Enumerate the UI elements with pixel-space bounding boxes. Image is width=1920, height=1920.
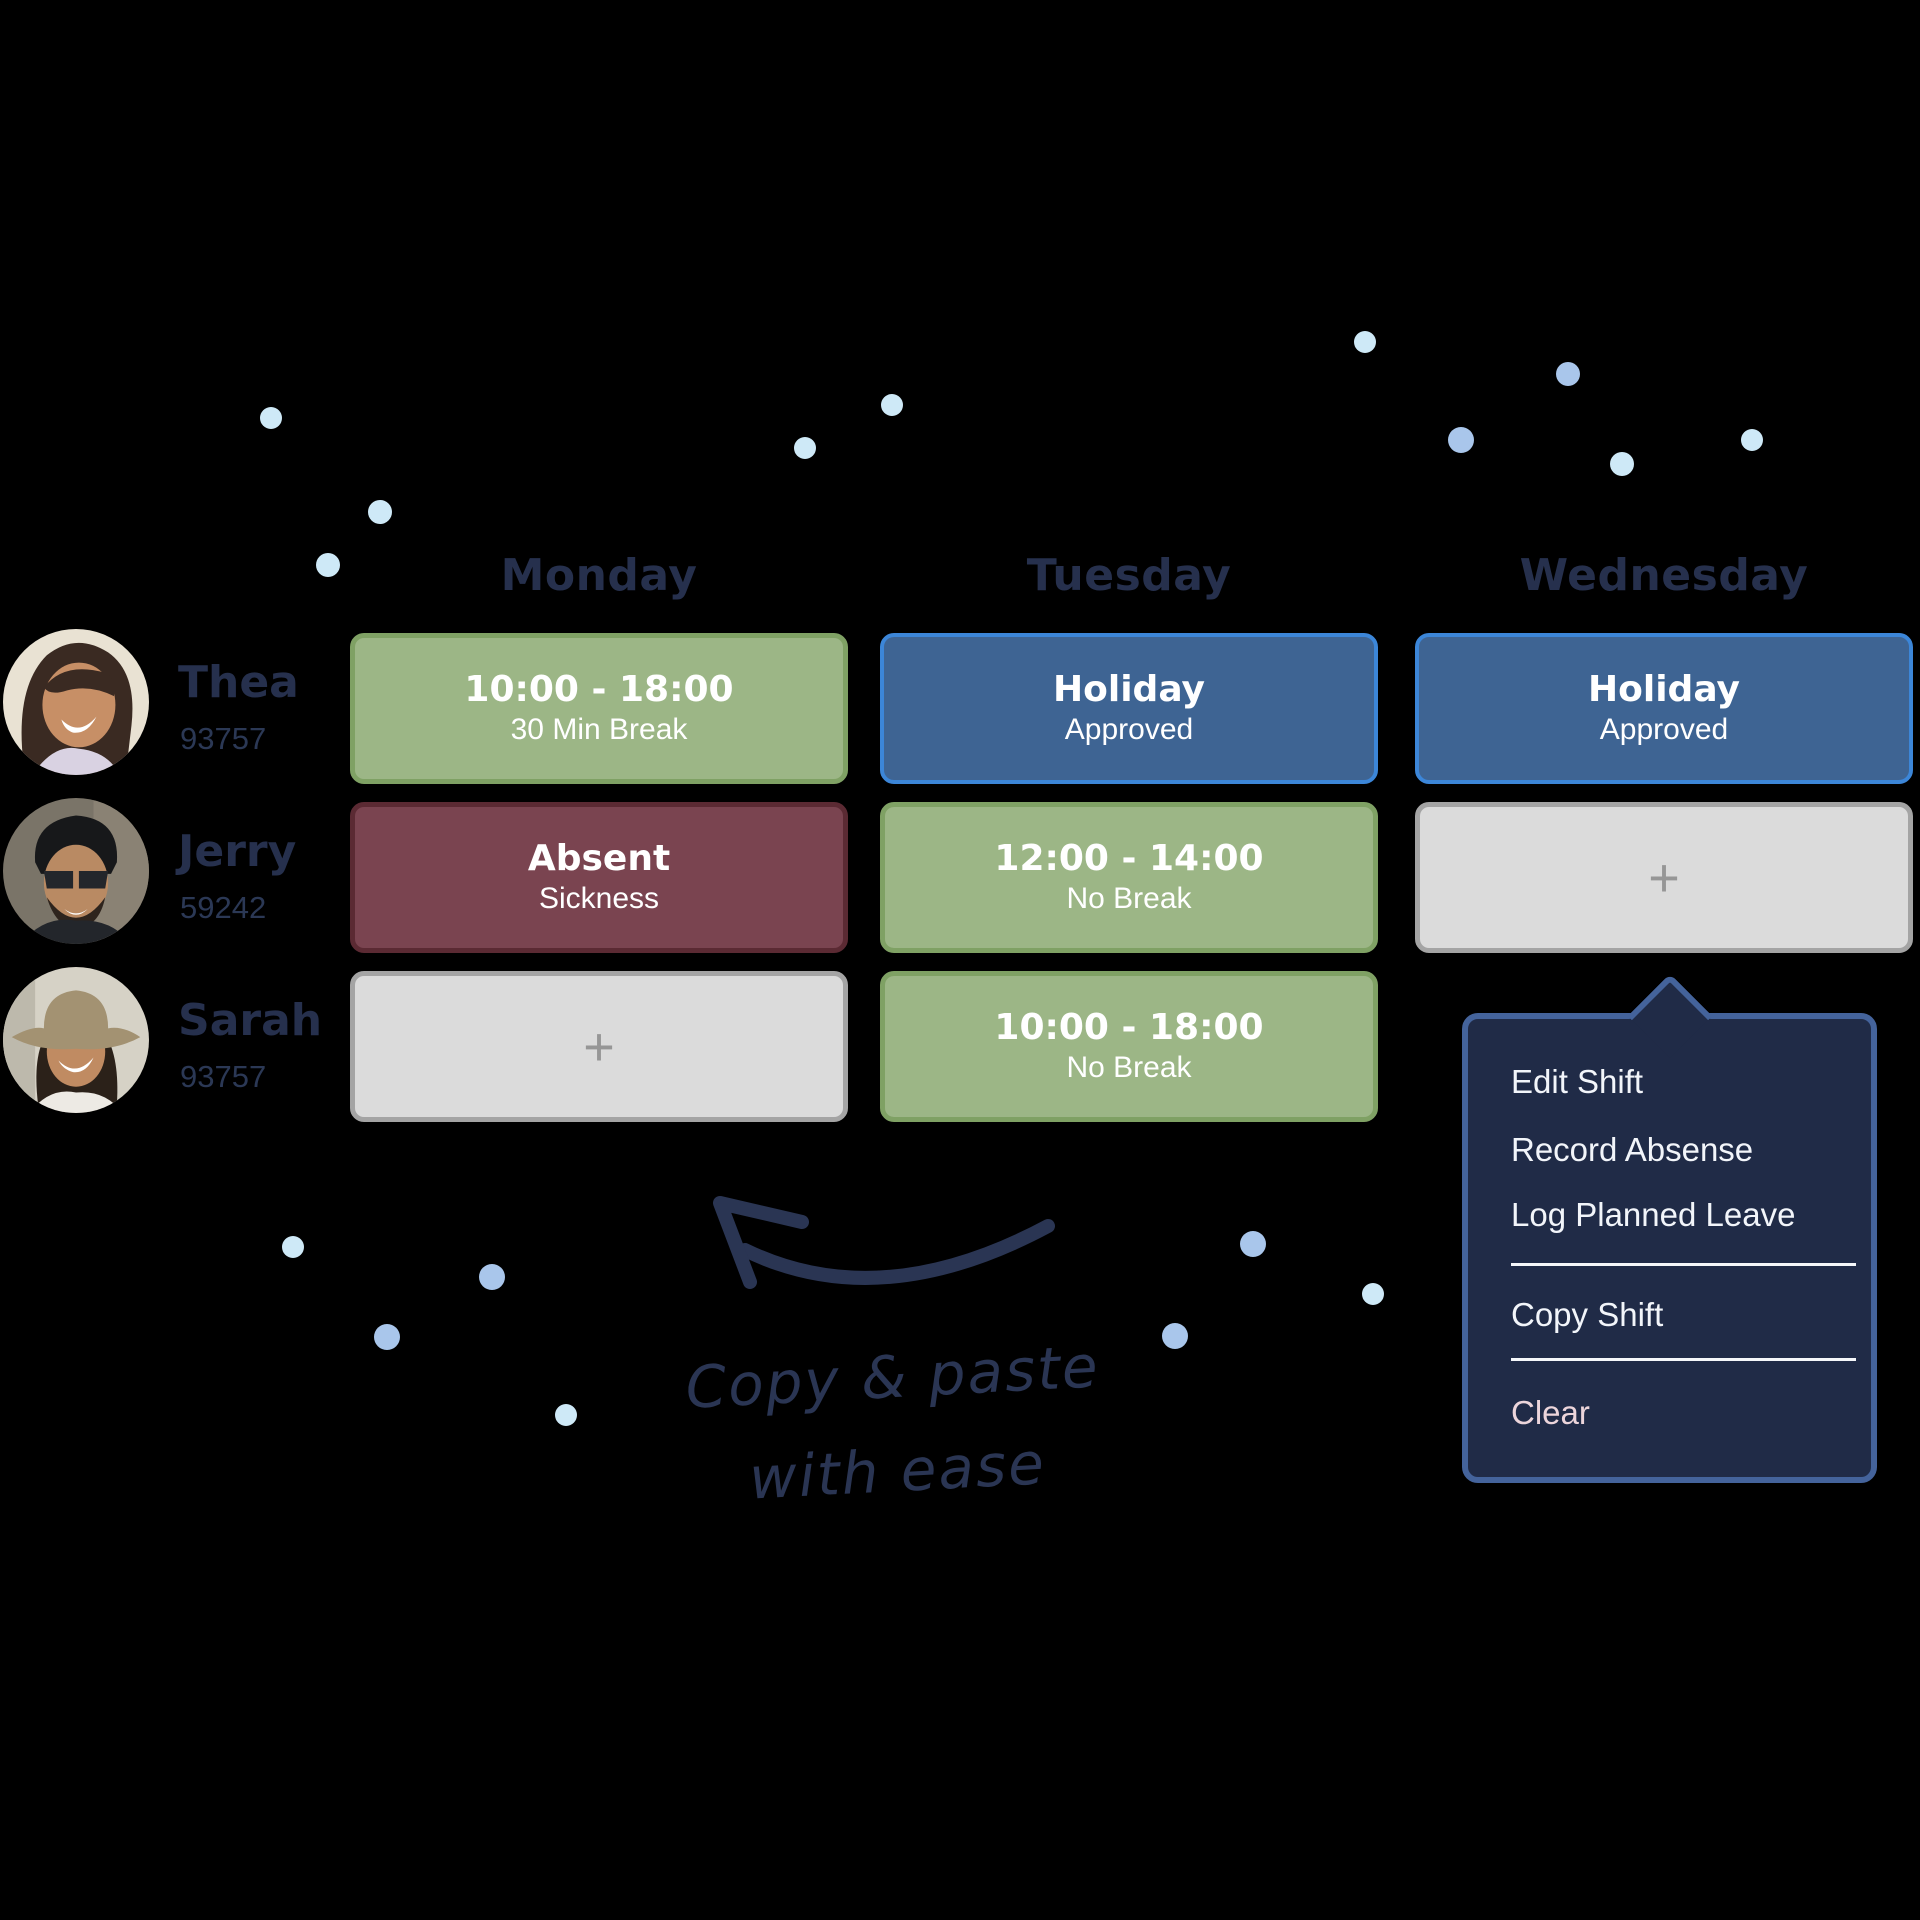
- employee-id-jerry: 59242: [180, 890, 267, 925]
- menu-item-clear[interactable]: Clear: [1511, 1394, 1590, 1431]
- shift-cell-sarah-tuesday[interactable]: 10:00 - 18:00 No Break: [880, 971, 1378, 1122]
- decorative-dot: [1362, 1283, 1384, 1305]
- plus-icon: +: [1648, 847, 1680, 908]
- avatar-thea-illustration: [3, 629, 149, 775]
- shift-time: 10:00 - 18:00: [994, 1007, 1264, 1048]
- decorative-dot: [1448, 427, 1474, 453]
- holiday-label: Holiday: [1588, 669, 1740, 710]
- holiday-label: Holiday: [1053, 669, 1205, 710]
- decorative-dot: [1240, 1231, 1266, 1257]
- holiday-status: Approved: [1599, 713, 1729, 746]
- shift-cell-thea-monday[interactable]: 10:00 - 18:00 30 Min Break: [350, 633, 848, 784]
- decorative-dot: [1162, 1323, 1188, 1349]
- decorative-dot: [479, 1264, 505, 1290]
- day-header-monday: Monday: [500, 550, 698, 601]
- shift-break: No Break: [1066, 1051, 1192, 1084]
- menu-item-log-planned-leave[interactable]: Log Planned Leave: [1511, 1196, 1796, 1233]
- decorative-dot: [1741, 429, 1763, 451]
- add-shift-cell-sarah-monday[interactable]: +: [350, 971, 848, 1122]
- absence-reason: Sickness: [538, 882, 660, 915]
- shift-cell-thea-tuesday[interactable]: Holiday Approved: [880, 633, 1378, 784]
- decorative-dot: [282, 1236, 304, 1258]
- decorative-dot: [794, 437, 816, 459]
- shift-break: 30 Min Break: [510, 713, 688, 746]
- employee-id-thea: 93757: [180, 721, 267, 756]
- shift-context-menu: Edit Shift Record Absense Log Planned Le…: [1462, 973, 1877, 1483]
- shift-time: 10:00 - 18:00: [464, 669, 734, 710]
- employee-name-sarah: Sarah: [178, 995, 323, 1046]
- avatar-jerry: [3, 798, 149, 944]
- shift-break: No Break: [1066, 882, 1192, 915]
- decorative-dot: [555, 1404, 577, 1426]
- decorative-dot: [1556, 362, 1580, 386]
- absence-cell-jerry-monday[interactable]: Absent Sickness: [350, 802, 848, 953]
- shift-cell-thea-wednesday[interactable]: Holiday Approved: [1415, 633, 1913, 784]
- menu-item-record-absense[interactable]: Record Absense: [1511, 1131, 1754, 1168]
- decorative-dot: [881, 394, 903, 416]
- menu-item-edit-shift[interactable]: Edit Shift: [1511, 1063, 1644, 1100]
- absence-label: Absent: [527, 838, 671, 879]
- decorative-dot: [1610, 452, 1634, 476]
- decorative-dot: [374, 1324, 400, 1350]
- context-menu-caret: [1627, 973, 1713, 1059]
- avatar-jerry-illustration: [3, 798, 149, 944]
- holiday-status: Approved: [1064, 713, 1194, 746]
- employee-name-jerry: Jerry: [178, 826, 297, 877]
- decorative-dot: [260, 407, 282, 429]
- decorative-dot: [1354, 331, 1376, 353]
- day-header-tuesday: Tuesday: [1026, 550, 1232, 601]
- plus-icon: +: [583, 1016, 615, 1077]
- employee-name-thea: Thea: [178, 657, 299, 708]
- shift-cell-jerry-tuesday[interactable]: 12:00 - 14:00 No Break: [880, 802, 1378, 953]
- employee-id-sarah: 93757: [180, 1059, 267, 1094]
- day-header-wednesday: Wednesday: [1519, 550, 1809, 601]
- avatar-sarah-illustration: [3, 967, 149, 1113]
- menu-item-copy-shift[interactable]: Copy Shift: [1511, 1296, 1664, 1333]
- shift-time: 12:00 - 14:00: [994, 838, 1264, 879]
- decorative-dot: [368, 500, 392, 524]
- menu-divider: [1511, 1358, 1856, 1361]
- menu-divider: [1511, 1263, 1856, 1266]
- add-shift-cell-jerry-wednesday[interactable]: +: [1415, 802, 1913, 953]
- decorative-dot: [316, 553, 340, 577]
- annotation-copy-paste: Copy & paste with ease: [610, 1315, 1179, 1532]
- avatar-thea: [3, 629, 149, 775]
- avatar-sarah: [3, 967, 149, 1113]
